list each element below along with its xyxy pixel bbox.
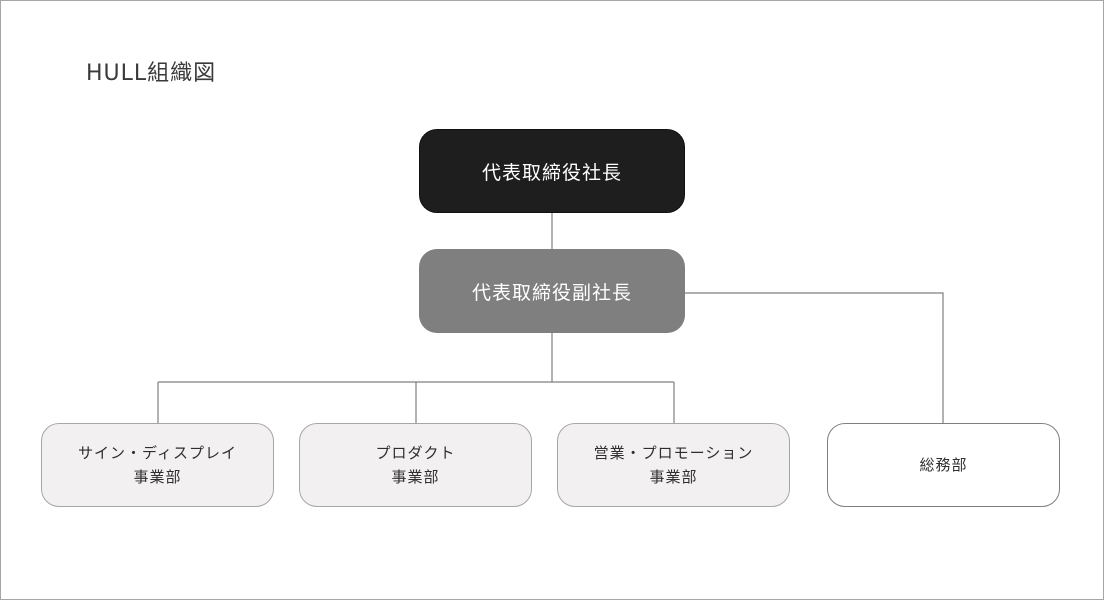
vice-president-label: 代表取締役副社長 xyxy=(471,281,632,304)
president-label: 代表取締役社長 xyxy=(481,161,622,184)
department-name-line2: 事業部 xyxy=(133,468,182,486)
vice-president-box: 代表取締役副社長 xyxy=(419,249,685,333)
department-sales-promotion-box: 営業・プロモーション 事業部 xyxy=(557,423,790,507)
department-general-affairs-box: 総務部 xyxy=(827,423,1060,507)
department-product-box: プロダクト 事業部 xyxy=(299,423,532,507)
connector-to-general-affairs xyxy=(685,292,944,423)
department-name-line1: 総務部 xyxy=(919,456,968,474)
department-name-line2: 事業部 xyxy=(649,468,698,486)
chart-title: HULL組織図 xyxy=(86,61,217,86)
president-box: 代表取締役社長 xyxy=(419,129,685,213)
department-name-line2: 事業部 xyxy=(391,468,440,486)
department-name-line1: プロダクト xyxy=(375,444,456,462)
department-name-line1: サイン・ディスプレイ xyxy=(78,444,237,462)
department-name-line1: 営業・プロモーション xyxy=(593,444,754,462)
department-sign-display-box: サイン・ディスプレイ 事業部 xyxy=(41,423,274,507)
